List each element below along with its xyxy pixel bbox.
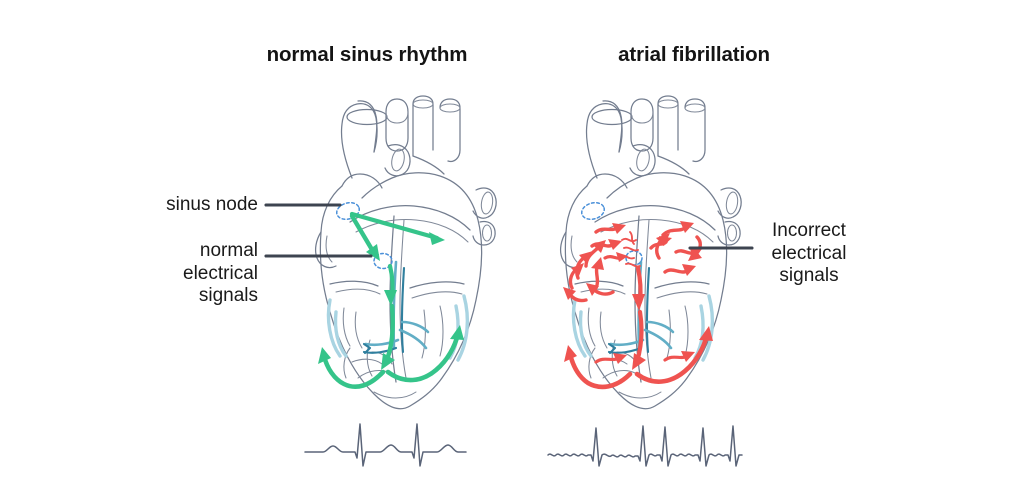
heart-outline-left	[315, 95, 497, 410]
av-node-marker-left	[373, 252, 393, 270]
ecg-trace-atrial-fibrillation	[547, 425, 743, 467]
label-incorrect-electrical-signals: Incorrect electrical signals	[771, 220, 847, 286]
label-sinus-node: sinus node	[166, 194, 258, 215]
chaotic-conduction-arrows	[563, 221, 713, 390]
panel-title-normal-sinus-rhythm: normal sinus rhythm	[266, 43, 468, 66]
panel-title-atrial-fibrillation: atrial fibrillation	[618, 43, 770, 66]
heart-outline-right	[560, 95, 742, 410]
label-normal-electrical-signals: normal electrical signals	[183, 240, 258, 306]
sinus-node-marker-left	[335, 201, 361, 221]
ecg-trace-normal-sinus-rhythm	[304, 423, 467, 467]
normal-conduction-arrows	[318, 211, 464, 389]
sinus-node-marker-right	[580, 201, 606, 221]
